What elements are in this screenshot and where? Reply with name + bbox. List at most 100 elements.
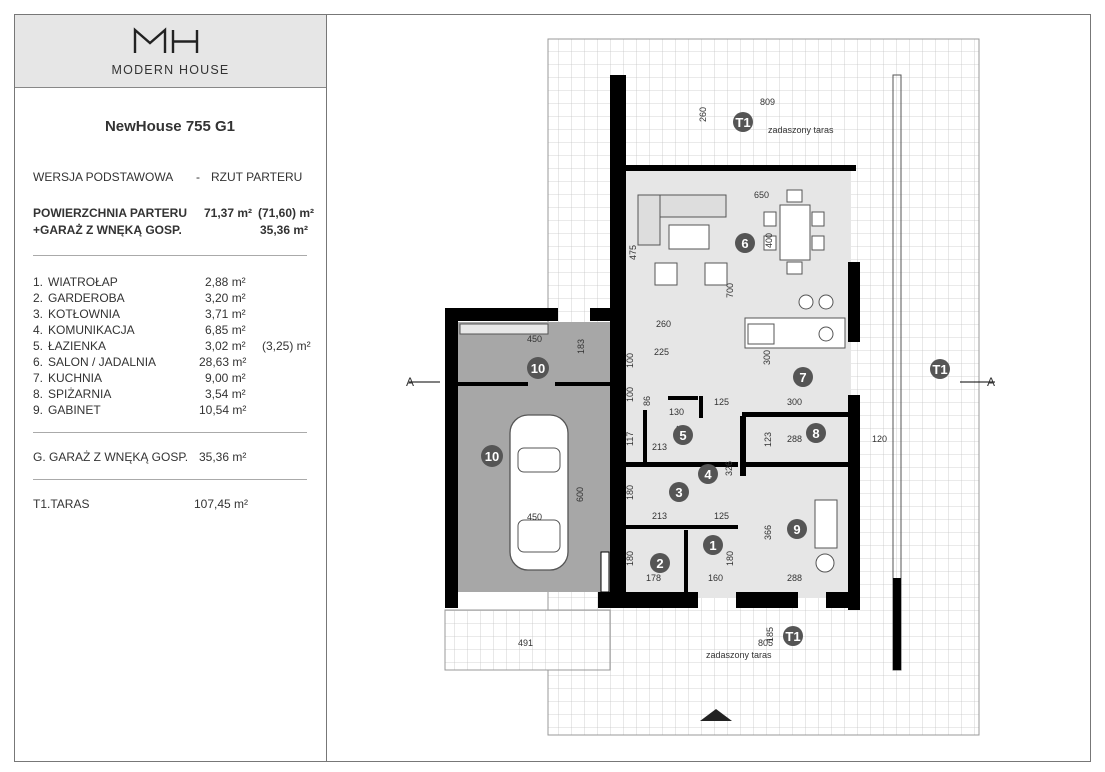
badge-room-5: 5 <box>673 425 693 445</box>
ground-area-value: 71,37 m² <box>204 206 253 220</box>
divider <box>33 255 307 256</box>
dim-label: 260 <box>656 319 671 329</box>
section-mark-left: A <box>406 375 414 389</box>
room-area: 2,88 m² <box>205 275 246 289</box>
dim-label: 450 <box>527 512 542 522</box>
terrace-area: 107,45 m² <box>194 497 249 511</box>
dim-label: 123 <box>763 432 773 447</box>
room-no: 2. <box>33 291 44 305</box>
entrance-arrow-icon <box>700 709 732 721</box>
room-no: 7. <box>33 371 44 385</box>
dim-label: 600 <box>575 487 585 502</box>
dim-label: 100 <box>625 353 635 368</box>
room-area: 3,20 m² <box>205 291 246 305</box>
room-no: 3. <box>33 307 44 321</box>
walls <box>445 75 860 610</box>
room-area: 6,85 m² <box>205 323 246 337</box>
room-name: WIATROŁAP <box>48 275 118 289</box>
badge-terrace-right: T1 <box>930 359 950 379</box>
badge-terrace-bottom: T1 <box>783 626 803 646</box>
svg-text:9: 9 <box>793 522 800 537</box>
car-icon <box>509 414 569 571</box>
room-name: KOMUNIKACJA <box>48 323 135 337</box>
badge-room-2: 2 <box>650 553 670 573</box>
dim-label: 288 <box>787 573 802 583</box>
dim-label: 650 <box>754 190 769 200</box>
dim-label: 213 <box>652 442 667 452</box>
svg-text:8: 8 <box>812 426 819 441</box>
dim-label: 117 <box>625 432 635 446</box>
dim-label: 805 <box>758 638 773 648</box>
view-label: RZUT PARTERU <box>211 170 303 184</box>
terrace-caption-top: zadaszony taras <box>768 125 834 135</box>
garage-area: 35,36 m² <box>199 450 247 464</box>
room-area: 3,71 m² <box>205 307 246 321</box>
dim-label: 475 <box>628 245 638 260</box>
garage-area-label: +GARAŻ Z WNĘKĄ GOSP. <box>33 223 182 237</box>
section-mark-right: A <box>987 375 995 389</box>
badge-room-4: 4 <box>698 464 718 484</box>
terrace-caption-bottom: zadaszony taras <box>706 650 772 660</box>
svg-text:T1: T1 <box>785 629 800 644</box>
page-frame <box>14 14 1091 762</box>
room-area: 10,54 m² <box>199 403 247 417</box>
mh-logo-icon <box>133 27 199 53</box>
room-badges: T1 T1 T1 6 7 8 9 5 4 3 1 2 10 10 <box>481 112 950 646</box>
room-area: 9,00 m² <box>205 371 246 385</box>
room-name: GARDEROBA <box>48 291 125 305</box>
room-area: 28,63 m² <box>199 355 247 369</box>
room-no: 4. <box>33 323 44 337</box>
dim-label: 225 <box>654 347 669 357</box>
floor-plan: A A zadaszony taras zadaszony taras 809 … <box>406 38 995 736</box>
room-name: SPIŻARNIA <box>48 387 112 401</box>
badge-room-3: 3 <box>669 482 689 502</box>
ground-area-alt: (71,60) m² <box>258 206 315 220</box>
room-area-alt: (3,25) m² <box>262 339 311 353</box>
garage-pillar <box>600 551 610 593</box>
dim-label: 160 <box>708 573 723 583</box>
badge-terrace-top: T1 <box>733 112 753 132</box>
dim-label: 130 <box>669 407 684 417</box>
dim-label: 100 <box>625 387 635 402</box>
badge-garage: 10 <box>481 445 503 467</box>
info-panel: MODERN HOUSE NewHouse 755 G1 WERSJA PODS… <box>14 14 327 762</box>
dim-label: 366 <box>763 525 773 540</box>
header-dash: - <box>196 170 200 184</box>
logo-box: MODERN HOUSE <box>15 15 326 88</box>
room-area: 3,02 m² <box>205 339 246 353</box>
dim-label: 288 <box>787 434 802 444</box>
room-no: 6. <box>33 355 44 369</box>
svg-text:10: 10 <box>531 361 545 376</box>
svg-text:3: 3 <box>675 485 682 500</box>
dim-label: 125 <box>714 397 729 407</box>
garage-area-value: 35,36 m² <box>260 223 309 237</box>
divider <box>33 432 307 433</box>
dim-label: 180 <box>725 551 735 566</box>
version-label: WERSJA PODSTAWOWA <box>33 170 174 184</box>
badge-room-6: 6 <box>735 233 755 253</box>
dim-label: 180 <box>625 485 635 500</box>
svg-text:6: 6 <box>741 236 748 251</box>
svg-text:5: 5 <box>679 428 686 443</box>
dim-label: 180 <box>625 551 635 566</box>
svg-text:2: 2 <box>656 556 663 571</box>
furniture <box>459 189 846 573</box>
room-name: SALON / JADALNIA <box>48 355 157 369</box>
svg-text:T1: T1 <box>735 115 750 130</box>
badge-room-1: 1 <box>703 535 723 555</box>
room-name: GABINET <box>48 403 101 417</box>
svg-text:1: 1 <box>709 538 716 553</box>
room-name: KOTŁOWNIA <box>48 307 121 321</box>
dimensions: 809 260 650 475 400 700 260 450 183 225 … <box>518 97 887 648</box>
dim-label: 120 <box>872 434 887 444</box>
garage-label: G. GARAŻ Z WNĘKĄ GOSP. <box>33 450 189 464</box>
divider <box>33 479 307 480</box>
dim-label: 185 <box>765 627 775 642</box>
room-no: 9. <box>33 403 44 417</box>
dim-label: 86 <box>642 396 652 406</box>
room-area: 3,54 m² <box>205 387 246 401</box>
room-no: 5. <box>33 339 44 353</box>
dim-label: 400 <box>764 233 774 248</box>
dim-label: 809 <box>760 97 775 107</box>
dim-label: 178 <box>646 573 661 583</box>
